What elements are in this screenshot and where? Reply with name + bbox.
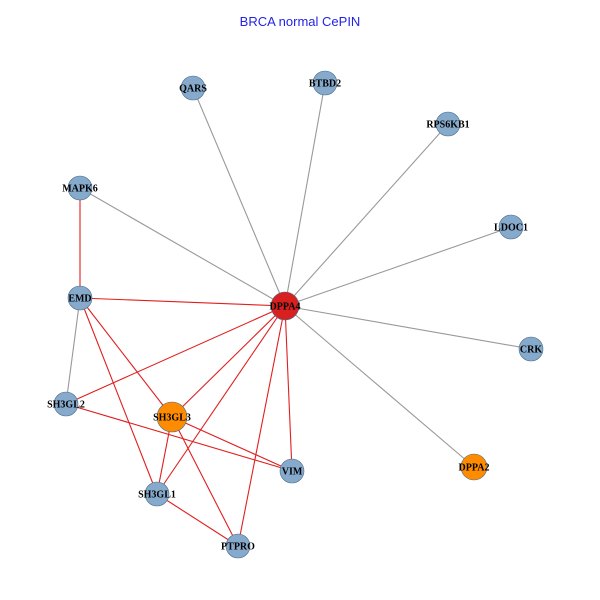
edges-layer xyxy=(65,82,532,547)
edge-PTPRO-DPPA4 xyxy=(237,305,286,547)
node-BTBD2[interactable] xyxy=(312,70,338,96)
node-SH3GL1[interactable] xyxy=(144,481,170,507)
edge-EMD-DPPA4 xyxy=(79,297,286,307)
node-EMD[interactable] xyxy=(67,285,93,311)
edge-CRK-DPPA4 xyxy=(284,305,532,350)
nodes-layer xyxy=(53,70,544,559)
edge-SH3GL3-VIM xyxy=(171,416,293,472)
edge-SH3GL1-DPPA4 xyxy=(156,305,286,495)
node-PTPRO[interactable] xyxy=(225,533,251,559)
edge-MAPK6-DPPA4 xyxy=(79,187,286,307)
node-LDOC1[interactable] xyxy=(498,214,524,240)
node-DPPA2[interactable] xyxy=(460,453,488,481)
edge-SH3GL3-DPPA4 xyxy=(171,305,286,418)
edge-EMD-SH3GL3 xyxy=(79,297,173,418)
node-QARS[interactable] xyxy=(180,75,206,101)
edge-EMD-SH3GL2 xyxy=(65,297,81,405)
edge-VIM-DPPA4 xyxy=(284,305,293,472)
node-VIM[interactable] xyxy=(279,458,305,484)
edge-RPS6KB1-DPPA4 xyxy=(284,123,449,307)
node-DPPA4[interactable] xyxy=(270,291,300,321)
edge-SH3GL1-PTPRO xyxy=(156,493,239,547)
edge-SH3GL3-PTPRO xyxy=(171,416,239,547)
node-RPS6KB1[interactable] xyxy=(435,111,461,137)
edge-EMD-SH3GL1 xyxy=(79,297,158,495)
edge-SH3GL2-DPPA4 xyxy=(65,305,286,405)
node-SH3GL2[interactable] xyxy=(53,391,79,417)
figure-title: BRCA normal CePIN xyxy=(240,14,361,29)
edge-DPPA2-DPPA4 xyxy=(284,305,475,468)
edge-LDOC1-DPPA4 xyxy=(284,226,512,307)
node-SH3GL3[interactable] xyxy=(156,401,188,433)
node-MAPK6[interactable] xyxy=(67,175,93,201)
edge-BTBD2-DPPA4 xyxy=(284,82,326,307)
node-CRK[interactable] xyxy=(518,336,544,362)
edge-QARS-DPPA4 xyxy=(192,87,286,307)
